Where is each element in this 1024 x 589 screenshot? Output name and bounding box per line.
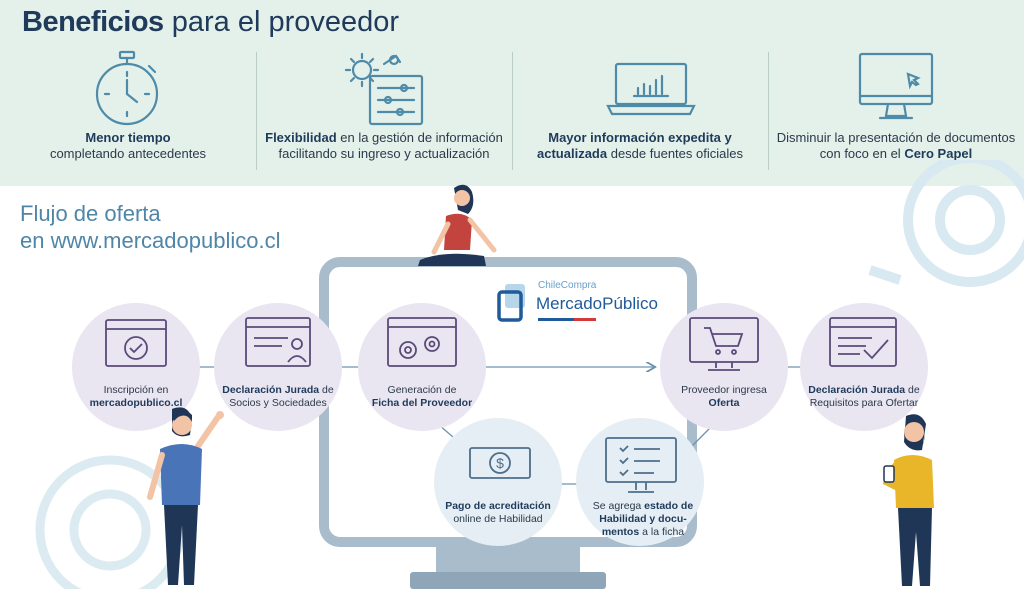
benefit-4-text: Disminuir la presentación de documentos … <box>776 130 1016 161</box>
step-7-post: de Requisitos para Ofertar <box>809 384 920 409</box>
benefit-3-text: desde fuentes oficiales <box>607 146 743 161</box>
benefit-text-4: Disminuir la presentación de documentos … <box>771 130 1021 162</box>
benefit-divider <box>256 52 257 170</box>
step-5-pre: Se agrega <box>592 500 645 512</box>
flow-title-line2: en www.mercadopublico.cl <box>20 228 281 253</box>
step-6-bold: Oferta <box>708 397 740 409</box>
step-6-pre: Proveedor ingresa <box>681 384 767 396</box>
step-1-bold: mercadopublico.cl <box>89 397 183 409</box>
page-title: Beneficios para el proveedor <box>22 6 399 39</box>
laptop-chart-icon <box>606 62 696 116</box>
step-label-1: Inscripción en mercadopublico.cl <box>70 384 202 410</box>
cart-monitor-icon <box>689 317 759 371</box>
checklist-monitor-icon <box>605 437 677 493</box>
step-node-1 <box>72 303 200 431</box>
logo-bar-blue <box>538 318 596 321</box>
step-3-bold: Ficha del Proveedor <box>371 397 473 409</box>
logo-chilecompra: ChileCompra <box>538 280 597 291</box>
woman-sitting-illustration-icon <box>418 184 497 266</box>
benefit-text-2: Flexibilidad en la gestión de informació… <box>259 130 509 162</box>
step-label-7: Declaración Jurada de Requisitos para Of… <box>798 384 930 410</box>
benefit-1-bold: Menor tiempo <box>85 130 171 145</box>
step-1-pre: Inscripción en <box>103 384 169 396</box>
monitor-cursor-icon <box>858 52 934 120</box>
benefit-4-bold: Cero Papel <box>904 146 973 161</box>
benefit-text-3: Mayor información expedita y actualizada… <box>515 130 765 162</box>
banknote-icon: $ <box>469 447 531 479</box>
svg-text:$: $ <box>496 455 504 471</box>
logo-mercadopublico: MercadoPúblico <box>536 294 658 313</box>
flow-title-line1: Flujo de oferta <box>20 201 161 226</box>
step-4-post: online de Habilidad <box>453 513 543 525</box>
user-window-icon <box>245 317 311 367</box>
flow-title: Flujo de oferta en www.mercadopublico.cl <box>20 200 280 254</box>
step-node-3 <box>358 303 486 431</box>
step-node-4 <box>434 418 562 546</box>
step-2-post: de Socios y Sociedades <box>229 384 334 409</box>
step-label-3: Generación de Ficha del Proveedor <box>356 384 488 410</box>
document-check-icon <box>829 317 897 367</box>
benefits-panel: Beneficios para el proveedor <box>0 0 1024 186</box>
stopwatch-icon <box>95 50 159 126</box>
gears-window-icon <box>387 317 457 367</box>
page-title-rest: para el proveedor <box>163 6 400 38</box>
benefit-divider <box>512 52 513 170</box>
benefit-divider <box>768 52 769 170</box>
settings-panel-icon <box>344 52 424 126</box>
benefit-2-text: en la gestión de información facilitando… <box>278 130 503 161</box>
step-5-post: a la ficha <box>639 526 685 538</box>
step-label-4: Pago de acreditación online de Habilidad <box>432 500 564 526</box>
step-label-2: Declaración Jurada de Socios y Sociedade… <box>212 384 344 410</box>
benefit-3-bold: Mayor información expedita y actualizada <box>537 130 732 161</box>
mercadopublico-logo-icon <box>497 284 525 322</box>
step-2-bold: Declaración Jurada <box>222 384 320 396</box>
step-label-6: Proveedor ingresa Oferta <box>658 384 790 410</box>
page-title-bold: Beneficios <box>22 6 164 38</box>
logo-bar-red <box>574 318 596 321</box>
step-5-bold: estado de Habilidad y docu-mentos <box>599 500 694 538</box>
step-label-5: Se agrega estado de Habilidad y docu-men… <box>582 500 704 539</box>
step-4-bold: Pago de acreditación <box>445 500 551 512</box>
benefit-2-bold: Flexibilidad <box>265 130 337 145</box>
benefit-1-text: completando antecedentes <box>49 146 207 161</box>
benefit-text-1: Menor tiempo completando antecedentes <box>3 130 253 162</box>
checkmark-window-icon <box>105 319 167 367</box>
step-3-pre: Generación de <box>387 384 457 396</box>
man-pointing-illustration-icon <box>147 407 224 585</box>
step-7-bold: Declaración Jurada <box>808 384 906 396</box>
step-node-6 <box>660 303 788 431</box>
step-node-2 <box>214 303 342 431</box>
man-phone-illustration-icon <box>882 414 934 586</box>
